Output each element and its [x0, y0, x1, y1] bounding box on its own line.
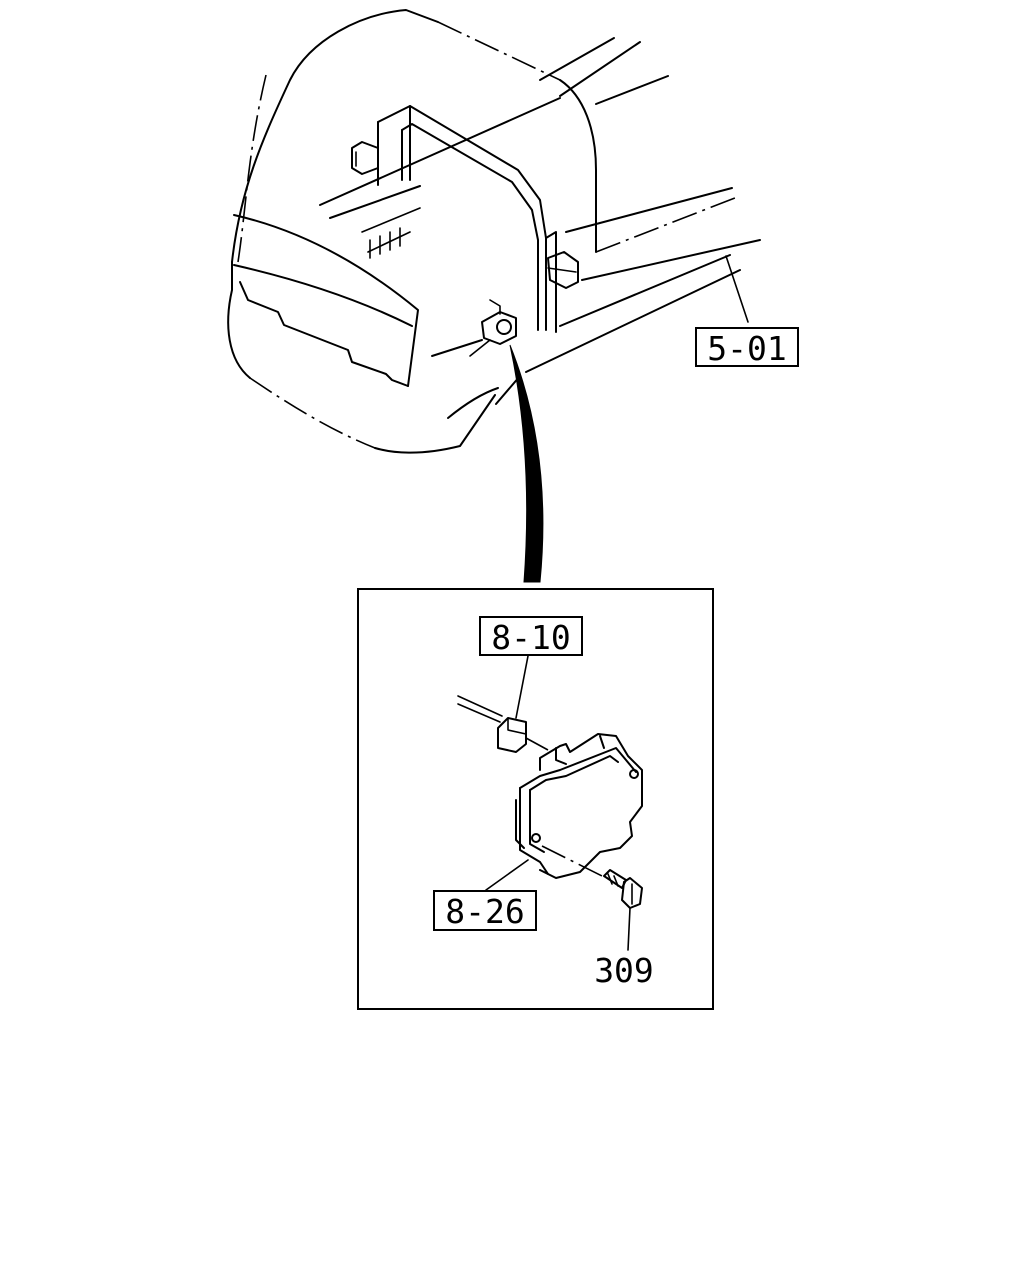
callout-309: 309: [594, 951, 654, 990]
callout-box-8-10: [479, 616, 583, 656]
callout-8-10: 8-10: [491, 618, 570, 657]
vehicle-body-drawing: [227, 9, 761, 454]
sensor-unit-drawing: [457, 655, 643, 951]
callout-5-01: 5-01: [707, 329, 786, 368]
callout-box-5-01: [695, 327, 799, 367]
callout-8-26: 8-26: [445, 892, 524, 931]
callout-box-8-26: [433, 890, 537, 931]
detail-frame: [357, 588, 714, 1010]
detail-pointer: [509, 344, 544, 583]
